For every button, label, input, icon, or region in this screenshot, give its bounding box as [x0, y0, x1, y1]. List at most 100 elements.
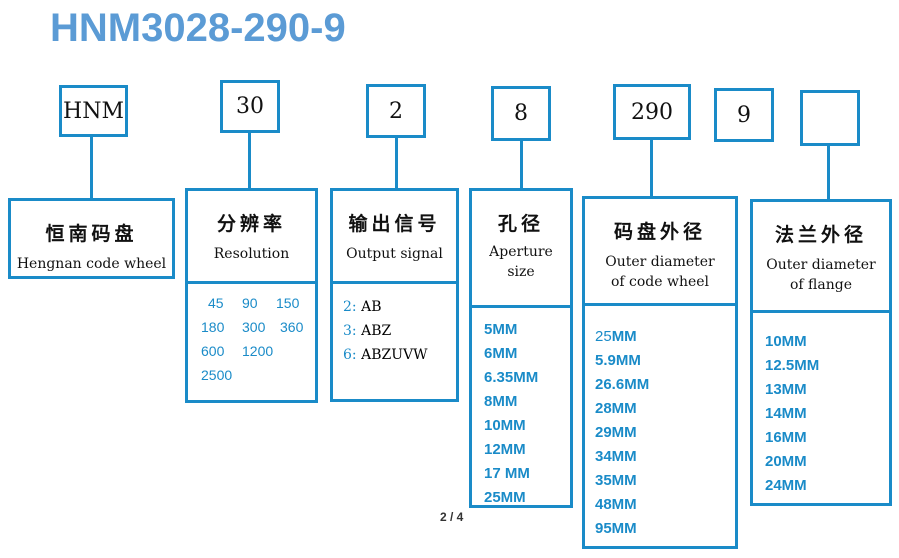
resolution-value: 45	[208, 295, 224, 311]
aperture-box: 孔径 Aperture size 5MM 6MM 6.35MM 8MM 10MM…	[469, 188, 573, 508]
connector-line	[520, 141, 523, 190]
outer-item: 95MM	[595, 520, 637, 537]
aperture-en1: Aperture	[489, 244, 553, 260]
code-box-resolution: 30	[220, 80, 280, 133]
code-text: HNM	[63, 98, 124, 124]
output-val: ABZ	[361, 323, 392, 339]
resolution-en: Resolution	[213, 246, 290, 262]
flange-item: 14MM	[765, 405, 807, 422]
flange-item: 24MM	[765, 477, 807, 494]
resolution-box: 分辨率 Resolution 45 90 150 180 300 360 600…	[185, 188, 318, 403]
aperture-item: 25MM	[484, 489, 526, 506]
aperture-item: 6.35MM	[484, 369, 539, 386]
resolution-value: 300	[242, 319, 266, 335]
flange-item: 10MM	[765, 333, 807, 350]
outer-unit: MM	[611, 328, 637, 345]
output-item: 2: AB	[343, 295, 428, 319]
outer-item: 5.9MM	[595, 352, 641, 369]
aperture-zh: 孔径	[497, 213, 544, 235]
output-num: 2:	[343, 299, 357, 315]
flange-item: 20MM	[765, 453, 807, 470]
connector-line	[90, 137, 93, 199]
aperture-item: 10MM	[484, 417, 526, 434]
code-text: 9	[737, 102, 751, 128]
divider	[188, 281, 315, 284]
outer-zh: 码盘外径	[613, 221, 706, 243]
outer-item: 48MM	[595, 496, 637, 513]
outer-item: 28MM	[595, 400, 637, 417]
output-item: 3: ABZ	[343, 319, 428, 343]
flange-item: 13MM	[765, 381, 807, 398]
aperture-item: 8MM	[484, 393, 518, 410]
output-val: ABZUVW	[361, 347, 428, 363]
outer-item: 35MM	[595, 472, 637, 489]
output-en: Output signal	[346, 246, 443, 262]
outer-box: 码盘外径 Outer diameter of code wheel 25MM 5…	[582, 196, 738, 549]
outer-list: 25MM 5.9MM 26.6MM 28MM 29MM 34MM 35MM 48…	[595, 325, 649, 541]
divider	[333, 281, 456, 284]
flange-en1: Outer diameter	[766, 257, 876, 273]
connector-line	[650, 140, 653, 198]
outer-item: 29MM	[595, 424, 637, 441]
outer-en1: Outer diameter	[605, 254, 715, 270]
output-item: 6: ABZUVW	[343, 343, 428, 367]
outer-en2: of code wheel	[610, 274, 710, 290]
code-box-extra: 9	[714, 88, 774, 142]
resolution-values: 45 90 150 180 300 360 600 1200 2500	[198, 295, 313, 391]
aperture-item: 6MM	[484, 345, 518, 362]
code-box-outer: 290	[613, 84, 691, 140]
brand-zh: 恒南码盘	[45, 223, 138, 245]
code-box-flange	[800, 90, 860, 146]
flange-box: 法兰外径 Outer diameter of flange 10MM 12.5M…	[750, 199, 892, 506]
code-box-brand: HNM	[59, 85, 128, 137]
code-text: 290	[631, 99, 673, 125]
aperture-en2: size	[507, 264, 535, 280]
connector-line	[827, 146, 830, 200]
resolution-row: 600 1200	[198, 343, 313, 367]
resolution-value: 180	[201, 319, 225, 335]
flange-list: 10MM 12.5MM 13MM 14MM 16MM 20MM 24MM	[765, 330, 819, 498]
resolution-row: 45 90 150	[198, 295, 313, 319]
outer-item: 26.6MM	[595, 376, 650, 393]
resolution-value: 90	[242, 295, 258, 311]
output-box: 输出信号 Output signal 2: AB 3: ABZ 6: ABZUV…	[330, 188, 459, 402]
flange-en2: of flange	[789, 277, 852, 293]
resolution-row: 180 300 360	[198, 319, 313, 343]
code-text: 8	[514, 101, 528, 126]
resolution-value: 600	[201, 343, 225, 359]
divider	[472, 305, 570, 308]
page-indicator: 2 / 4	[440, 510, 464, 524]
aperture-list: 5MM 6MM 6.35MM 8MM 10MM 12MM 17 MM 25MM	[484, 318, 538, 510]
divider	[753, 310, 889, 313]
outer-item: 34MM	[595, 448, 637, 465]
flange-item: 12.5MM	[765, 357, 820, 374]
resolution-value: 360	[280, 319, 304, 335]
connector-line	[395, 138, 398, 190]
resolution-value: 1200	[242, 343, 274, 359]
brand-box: 恒南码盘 Hengnan code wheel	[8, 198, 175, 279]
aperture-item: 17 MM	[484, 465, 530, 482]
resolution-zh: 分辨率	[216, 213, 286, 235]
code-text: 2	[389, 98, 403, 124]
aperture-item: 5MM	[484, 321, 518, 338]
code-box-aperture: 8	[491, 86, 551, 141]
output-list: 2: AB 3: ABZ 6: ABZUVW	[343, 295, 428, 367]
aperture-item: 12MM	[484, 441, 526, 458]
outer-item: 25MM	[595, 325, 649, 349]
flange-zh: 法兰外径	[774, 224, 867, 246]
output-zh: 输出信号	[348, 213, 441, 235]
resolution-value: 150	[276, 295, 300, 311]
connector-line	[248, 133, 251, 189]
outer-num: 25	[595, 328, 612, 345]
page-title: HNM3028-290-9	[50, 6, 346, 50]
resolution-row: 2500	[198, 367, 313, 391]
resolution-value: 2500	[201, 367, 233, 383]
code-text: 30	[236, 94, 264, 119]
code-box-output: 2	[366, 84, 426, 138]
output-num: 6:	[343, 347, 357, 363]
output-num: 3:	[343, 323, 357, 339]
brand-en: Hengnan code wheel	[16, 256, 167, 272]
output-val: AB	[361, 299, 382, 315]
divider	[585, 303, 735, 306]
flange-item: 16MM	[765, 429, 807, 446]
